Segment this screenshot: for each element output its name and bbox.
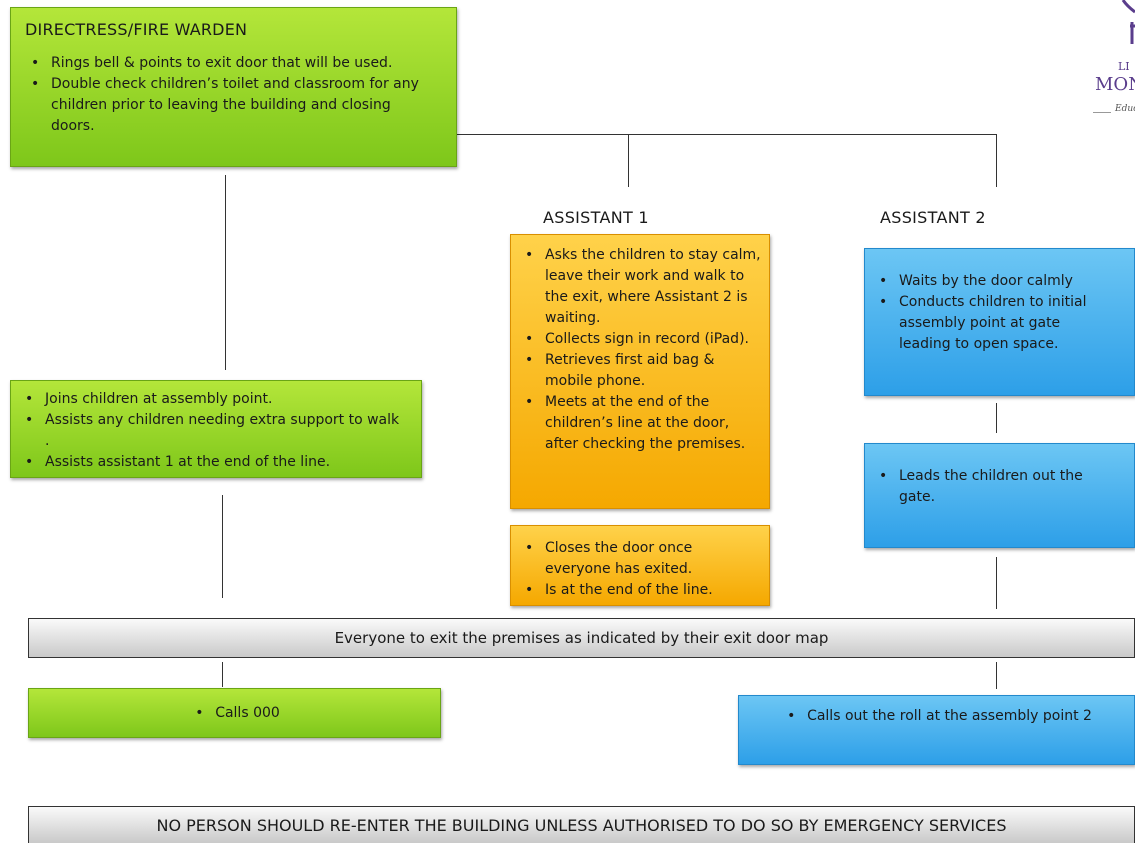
assistant1-item: Asks the children to stay calm, leave th… bbox=[519, 245, 761, 329]
warden-step2-item: Assists any children needing extra suppo… bbox=[19, 410, 405, 452]
logo: LI MON Educ bbox=[1075, 0, 1135, 130]
warden-item: Rings bell & points to exit door that wi… bbox=[25, 53, 436, 74]
assistant1-box: Asks the children to stay calm, leave th… bbox=[510, 234, 770, 509]
assistant1-step2-item: Is at the end of the line. bbox=[519, 580, 761, 601]
top-connector bbox=[457, 134, 997, 135]
connector-a2-2 bbox=[996, 557, 997, 609]
connector-a2-3 bbox=[996, 662, 997, 689]
assistant1-step2-box: Closes the door once everyone has exited… bbox=[510, 525, 770, 606]
assistant1-step2-item: Closes the door once everyone has exited… bbox=[519, 538, 761, 580]
warden-step3-box: Calls 000 bbox=[28, 688, 441, 738]
logo-line3: Educ bbox=[1115, 104, 1135, 114]
warden-step2-box: Joins children at assembly point. Assist… bbox=[10, 380, 422, 478]
connector-a2 bbox=[996, 134, 997, 187]
footer-banner-text: NO PERSON SHOULD RE-ENTER THE BUILDING U… bbox=[156, 815, 1007, 835]
warden-step3-item: Calls 000 bbox=[189, 703, 280, 724]
connector-warden-3 bbox=[222, 662, 223, 687]
warden-box: DIRECTRESS/FIRE WARDEN Rings bell & poin… bbox=[10, 7, 457, 167]
logo-rule bbox=[1093, 112, 1111, 113]
assistant1-item: Collects sign in record (iPad). bbox=[519, 329, 761, 350]
connector-warden-2 bbox=[222, 495, 223, 598]
warden-item: Double check children’s toilet and class… bbox=[25, 74, 436, 137]
exit-banner: Everyone to exit the premises as indicat… bbox=[28, 618, 1135, 658]
assistant1-item: Retrieves first aid bag & mobile phone. bbox=[519, 350, 761, 392]
assistant2-item: Waits by the door calmly bbox=[873, 271, 1112, 292]
assistant2-step2-item: Leads the children out the gate. bbox=[873, 466, 1102, 508]
warden-title: DIRECTRESS/FIRE WARDEN bbox=[25, 20, 248, 39]
connector-warden-1 bbox=[225, 175, 226, 370]
assistant2-step2-box: Leads the children out the gate. bbox=[864, 443, 1135, 548]
assistant1-heading: ASSISTANT 1 bbox=[543, 208, 649, 227]
warden-step2-item: Joins children at assembly point. bbox=[19, 389, 405, 410]
logo-line2: MON bbox=[1095, 74, 1135, 95]
connector-a2-1 bbox=[996, 403, 997, 433]
logo-mark-icon bbox=[1121, 0, 1135, 44]
warden-step2-item: Assists assistant 1 at the end of the li… bbox=[19, 452, 405, 473]
logo-line1: LI bbox=[1118, 60, 1130, 73]
exit-banner-text: Everyone to exit the premises as indicat… bbox=[334, 629, 829, 647]
footer-banner: NO PERSON SHOULD RE-ENTER THE BUILDING U… bbox=[28, 806, 1135, 843]
assistant2-step3-item: Calls out the roll at the assembly point… bbox=[781, 706, 1092, 727]
assistant2-item: Conducts children to initial assembly po… bbox=[873, 292, 1112, 355]
assistant2-box: Waits by the door calmly Conducts childr… bbox=[864, 248, 1135, 396]
connector-a1 bbox=[628, 134, 629, 187]
assistant2-step3-box: Calls out the roll at the assembly point… bbox=[738, 695, 1135, 765]
assistant1-item: Meets at the end of the children’s line … bbox=[519, 392, 761, 455]
assistant2-heading: ASSISTANT 2 bbox=[880, 208, 986, 227]
